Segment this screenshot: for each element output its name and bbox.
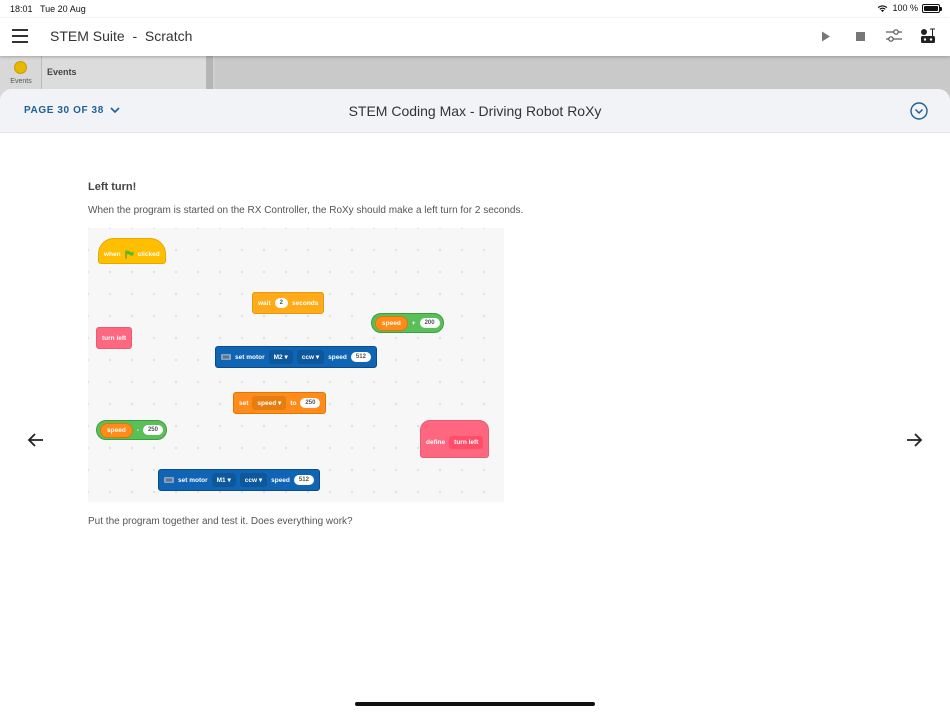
set-speed-block: set speed ▾ to 250 (233, 392, 327, 414)
operator-value: 250 (142, 425, 163, 435)
block-text: turn left (102, 334, 127, 342)
app-title: STEM Suite - Scratch (50, 28, 193, 44)
scratch-blocks-image: when clicked wait 2 seconds speed + 200 … (88, 228, 504, 502)
block-text: speed (328, 353, 347, 361)
block-text: set motor (235, 353, 265, 361)
sheet-header: PAGE 30 OF 38 STEM Coding Max - Driving … (0, 89, 950, 133)
variable-dropdown: speed ▾ (252, 396, 287, 410)
battery-fill (924, 5, 938, 11)
operator-value: 200 (419, 318, 440, 328)
set-motor-m1-block: set motor M1 ▾ ccw ▾ speed 512 (158, 469, 320, 491)
dropdown-value: speed (257, 400, 277, 407)
block-text: speed (271, 476, 290, 484)
block-text: wait (258, 299, 271, 307)
category-label: Events (10, 78, 32, 85)
motor-icon (221, 354, 231, 360)
speed-minus-block: speed - 250 (96, 420, 167, 440)
category-dot (14, 61, 27, 74)
speed-reporter: speed (375, 315, 408, 331)
lesson-sheet: PAGE 30 OF 38 STEM Coding Max - Driving … (0, 89, 950, 712)
stop-icon[interactable] (850, 26, 870, 46)
dropdown-value: ccw (301, 354, 315, 361)
wait-value: 2 (274, 298, 288, 308)
home-indicator[interactable] (355, 702, 595, 706)
speed-plus-block: speed + 200 (371, 313, 444, 333)
page-indicator: PAGE 30 OF 38 (24, 105, 104, 116)
app-bar: STEM Suite - Scratch (0, 18, 950, 56)
sheet-title: STEM Coding Max - Driving Robot RoXy (348, 103, 602, 119)
dropdown-value: ccw (244, 477, 258, 484)
lesson-content: Left turn! When the program is started o… (88, 181, 848, 527)
motor-dropdown: M2 ▾ (268, 350, 293, 364)
block-text: seconds (292, 299, 319, 307)
app-actions (816, 26, 938, 46)
direction-dropdown: ccw ▾ (239, 473, 268, 487)
status-right: 100 % (877, 3, 942, 13)
speed-value: 512 (293, 475, 314, 485)
speed-value: 512 (350, 352, 371, 362)
wait-block: wait 2 seconds (252, 292, 325, 314)
palette-scrollbar[interactable] (206, 56, 213, 116)
chevron-down-icon (110, 107, 120, 114)
turn-left-call-block: turn left (96, 327, 133, 349)
block-text: set motor (178, 476, 208, 484)
page-selector[interactable]: PAGE 30 OF 38 (24, 105, 120, 116)
battery-icon (922, 3, 942, 13)
palette-heading: Events (47, 67, 77, 77)
define-turn-left-block: define turn left (420, 420, 490, 458)
collapse-circle-icon[interactable] (910, 102, 928, 120)
lesson-heading: Left turn! (88, 181, 137, 193)
arrow-left-icon[interactable] (26, 430, 46, 450)
block-text: set (239, 399, 249, 407)
play-icon[interactable] (816, 26, 836, 46)
block-text: define (426, 438, 446, 446)
status-bar: 18:01 Tue 20 Aug 100 % (0, 0, 950, 18)
when-flag-clicked-block: when clicked (98, 238, 166, 264)
speed-reporter: speed (100, 422, 133, 438)
motor-dropdown: M1 ▾ (211, 473, 236, 487)
wifi-icon (878, 4, 888, 12)
lesson-outro: Put the program together and test it. Do… (88, 516, 353, 527)
operator-symbol: + (411, 319, 416, 327)
set-value: 250 (300, 398, 321, 408)
arrow-right-icon[interactable] (904, 430, 924, 450)
menu-icon[interactable] (12, 29, 28, 43)
robot-connect-icon[interactable] (918, 26, 938, 46)
block-text: when (104, 250, 121, 258)
dropdown-value: M1 (216, 477, 226, 484)
battery-percent: 100 % (892, 3, 918, 13)
block-text: to (290, 399, 297, 407)
status-date: Tue 20 Aug (40, 4, 86, 14)
define-name: turn left (449, 435, 484, 449)
set-motor-m2-block: set motor M2 ▾ ccw ▾ speed 512 (215, 346, 377, 368)
direction-dropdown: ccw ▾ (296, 350, 325, 364)
sliders-icon[interactable] (884, 26, 904, 46)
operator-symbol: - (136, 426, 139, 434)
lesson-intro: When the program is started on the RX Co… (88, 205, 524, 216)
green-flag-icon (125, 250, 134, 258)
status-time: 18:01 (10, 4, 33, 14)
dropdown-value: M2 (273, 354, 283, 361)
block-text: clicked (137, 250, 160, 258)
motor-icon (164, 477, 174, 483)
